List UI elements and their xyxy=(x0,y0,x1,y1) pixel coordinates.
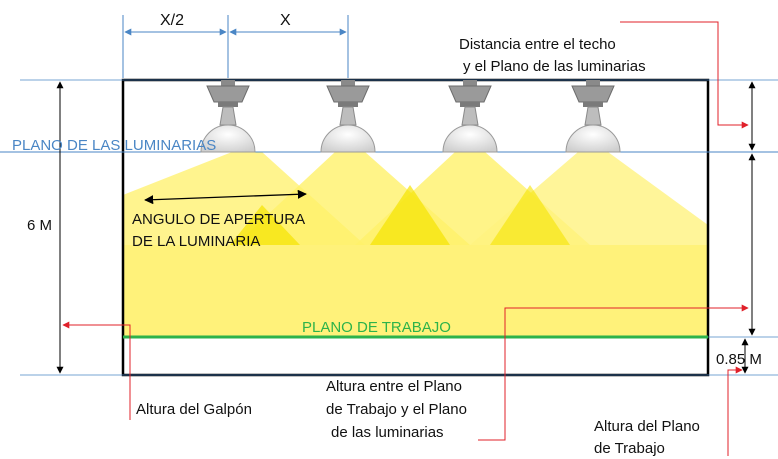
beam-angle-arrow xyxy=(144,189,307,205)
luminaire-stem xyxy=(219,106,237,126)
beam-overlap-2 xyxy=(370,185,450,245)
work-height-line2: de Trabajo xyxy=(594,440,665,457)
luminaire-reflector xyxy=(320,124,376,153)
luminaire-neck xyxy=(338,102,358,107)
luminaire-mount xyxy=(221,80,235,86)
work-height-line1: Altura del Plano xyxy=(594,418,700,435)
luminaire-reflector xyxy=(200,124,256,153)
mount-height-callout xyxy=(478,304,749,441)
mount-height-line1: Altura entre el Plano xyxy=(326,378,462,395)
luminaire-neck xyxy=(218,102,238,107)
half-spacing-label: X/2 xyxy=(160,12,184,29)
beam-overlap-3 xyxy=(490,185,570,245)
hall-height-label: Altura del Galpón xyxy=(136,401,252,418)
luminaire-housing xyxy=(571,85,615,103)
luminaire-reflector xyxy=(565,124,621,153)
beam-overlap-1 xyxy=(230,205,300,245)
luminaire-housing xyxy=(326,85,370,103)
luminaires xyxy=(200,80,621,153)
luminaire-plane-label: PLANO DE LAS LUMINARIAS xyxy=(12,137,216,154)
ceiling-distance-callout xyxy=(620,21,749,129)
mount-height-line2: de Trabajo y el Plano xyxy=(326,401,467,418)
work-zone-light xyxy=(123,245,708,337)
luminaire-stem xyxy=(461,106,479,126)
luminaire-neck xyxy=(460,102,480,107)
work-plane-height-value: 0.85 M xyxy=(716,351,762,368)
ceiling-distance-line2: y el Plano de las luminarias xyxy=(463,58,646,75)
spacing-label: X xyxy=(280,12,291,29)
luminaire-reflector xyxy=(442,124,498,153)
luminaire-2 xyxy=(320,80,376,153)
mount-height-line3: de las luminarias xyxy=(331,424,444,441)
luminaire-3 xyxy=(442,80,498,153)
luminaire-housing xyxy=(206,85,250,103)
luminaire-stem xyxy=(584,106,602,126)
ceiling-distance-line1: Distancia entre el techo xyxy=(459,36,616,53)
work-plane-label: PLANO DE TRABAJO xyxy=(302,319,451,336)
luminaire-housing xyxy=(448,85,492,103)
luminaire-mount xyxy=(586,80,600,86)
luminaire-neck xyxy=(583,102,603,107)
work-height-callout xyxy=(727,366,743,456)
hall-height-callout xyxy=(62,321,131,420)
beam-angle-label-line2: DE LA LUMINARIA xyxy=(132,233,260,250)
luminaire-mount xyxy=(341,80,355,86)
luminaire-stem xyxy=(339,106,357,126)
luminaire-1 xyxy=(200,80,256,153)
luminaire-4 xyxy=(565,80,621,153)
hall-height-value: 6 M xyxy=(27,217,52,234)
luminaire-mount xyxy=(463,80,477,86)
beam-angle-label-line1: ANGULO DE APERTURA xyxy=(132,211,305,228)
